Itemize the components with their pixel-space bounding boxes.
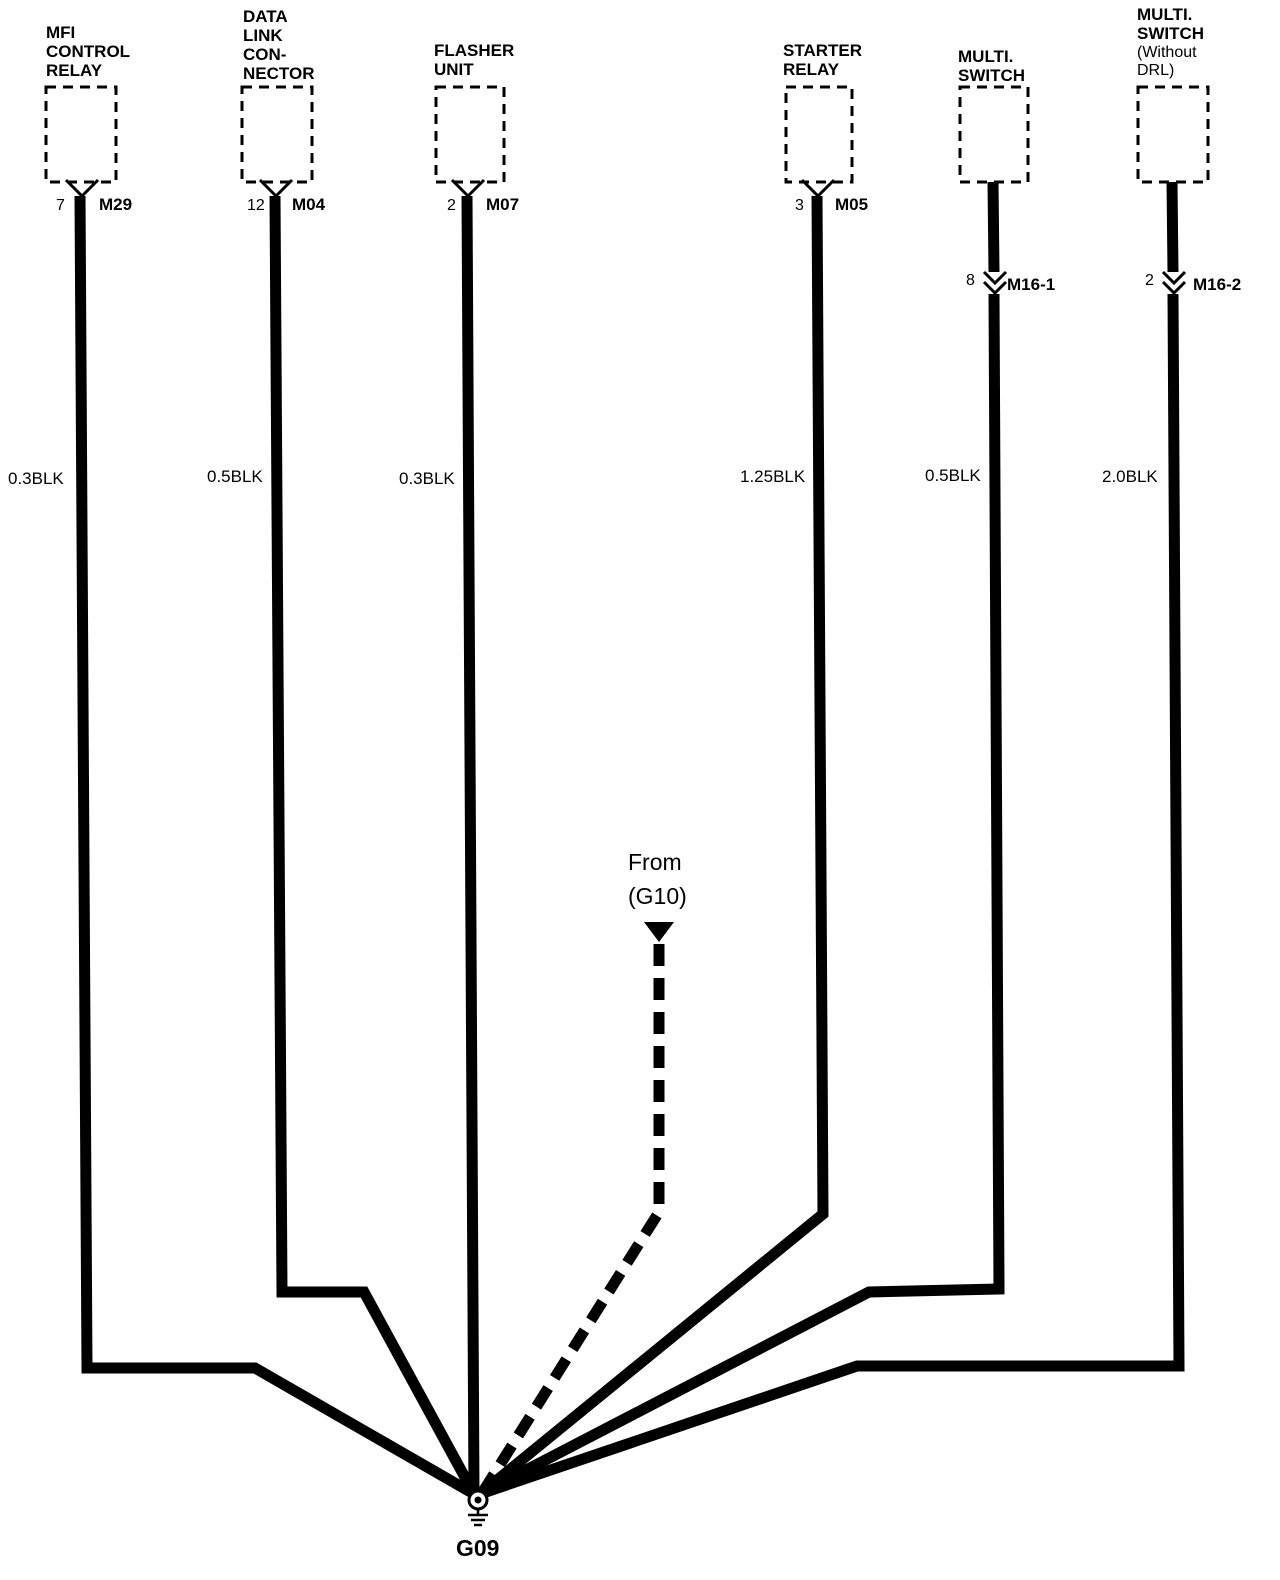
dlc-title-line-2: LINK bbox=[243, 26, 283, 45]
multi1-pin-number: 8 bbox=[966, 272, 975, 289]
wire-multi2-to-ground bbox=[478, 293, 1185, 1500]
starter-title-line-1: STARTER bbox=[783, 41, 862, 60]
mfi-connector-id: M29 bbox=[99, 195, 132, 214]
wire-multi1-upper bbox=[987, 181, 1000, 273]
multi1-connector-terminal bbox=[982, 270, 1008, 296]
component-multi-switch-2: MULTI. SWITCH (Without DRL) 2 M16-2 2.0B… bbox=[1102, 5, 1241, 486]
mfi-title-line-3: RELAY bbox=[46, 61, 103, 80]
starter-dashed-box bbox=[784, 85, 854, 184]
wire-g10-dashed bbox=[479, 944, 665, 1493]
multi2-connector-terminal bbox=[1161, 270, 1187, 296]
component-mfi-control-relay: MFI CONTROL RELAY 7 M29 0.3BLK bbox=[8, 23, 132, 488]
mfi-title-line-2: CONTROL bbox=[46, 42, 130, 61]
multi1-connector-id: M16-1 bbox=[1007, 275, 1055, 294]
component-multi-switch-1: MULTI. SWITCH 8 M16-1 0.5BLK bbox=[925, 47, 1055, 485]
wire-multi2-upper bbox=[1166, 181, 1179, 273]
dlc-dashed-box bbox=[240, 85, 314, 184]
ground-label: G09 bbox=[456, 1535, 499, 1561]
multi2-pin-number: 2 bbox=[1145, 272, 1154, 289]
dlc-title-line-4: NECTOR bbox=[243, 64, 314, 83]
multi2-connector-id: M16-2 bbox=[1193, 275, 1241, 294]
mfi-wire-spec: 0.3BLK bbox=[8, 469, 64, 488]
component-flasher-unit: FLASHER UNIT 2 M07 0.3BLK bbox=[399, 41, 519, 488]
mfi-pin-number: 7 bbox=[56, 197, 65, 214]
multi2-title-line-1: MULTI. bbox=[1137, 5, 1192, 24]
flasher-wire-spec: 0.3BLK bbox=[399, 469, 455, 488]
component-starter-relay: STARTER RELAY 3 M05 1.25BLK bbox=[740, 41, 868, 486]
multi2-subtitle-line-1: (Without bbox=[1137, 44, 1197, 61]
dlc-connector-id: M04 bbox=[292, 195, 326, 214]
flasher-pin-number: 2 bbox=[447, 197, 456, 214]
flasher-connector-id: M07 bbox=[486, 195, 519, 214]
flasher-title-line-2: UNIT bbox=[434, 60, 474, 79]
multi1-title-line-1: MULTI. bbox=[958, 47, 1013, 66]
from-label: From bbox=[628, 849, 682, 875]
multi2-wire-spec: 2.0BLK bbox=[1102, 467, 1158, 486]
from-arrow-icon bbox=[644, 922, 674, 942]
multi1-wire-spec: 0.5BLK bbox=[925, 466, 981, 485]
starter-title-line-2: RELAY bbox=[783, 60, 840, 79]
from-g10-link: From (G10) bbox=[479, 849, 687, 1493]
wire-mfi-to-ground bbox=[74, 195, 477, 1499]
component-data-link-connector: DATA LINK CON- NECTOR 12 M04 0.5BLK bbox=[207, 7, 326, 486]
multi2-subtitle-line-2: DRL) bbox=[1137, 62, 1174, 79]
multi1-title-line-2: SWITCH bbox=[958, 66, 1025, 85]
multi2-dashed-box bbox=[1136, 85, 1210, 184]
mfi-title-line-1: MFI bbox=[46, 23, 75, 42]
wire-starter-to-ground bbox=[476, 195, 829, 1499]
wire-flasher-to-ground bbox=[461, 195, 480, 1495]
flasher-dashed-box bbox=[434, 85, 506, 184]
starter-connector-id: M05 bbox=[835, 195, 868, 214]
dlc-pin-number: 12 bbox=[247, 197, 265, 214]
multi2-title-line-2: SWITCH bbox=[1137, 24, 1204, 43]
multi1-dashed-box bbox=[958, 85, 1030, 184]
starter-wire-spec: 1.25BLK bbox=[740, 467, 806, 486]
flasher-title-line-1: FLASHER bbox=[434, 41, 514, 60]
ground-terminal-dot bbox=[474, 1496, 482, 1504]
dlc-title-line-3: CON- bbox=[243, 45, 286, 64]
dlc-title-line-1: DATA bbox=[243, 7, 288, 26]
wire-multi1-to-ground bbox=[477, 293, 1005, 1499]
mfi-dashed-box bbox=[44, 85, 118, 184]
starter-pin-number: 3 bbox=[795, 197, 804, 214]
wire-dlc-to-ground bbox=[269, 195, 479, 1497]
dlc-wire-spec: 0.5BLK bbox=[207, 467, 263, 486]
from-g10-label: (G10) bbox=[628, 883, 687, 909]
ground-g09: G09 bbox=[456, 1489, 499, 1561]
